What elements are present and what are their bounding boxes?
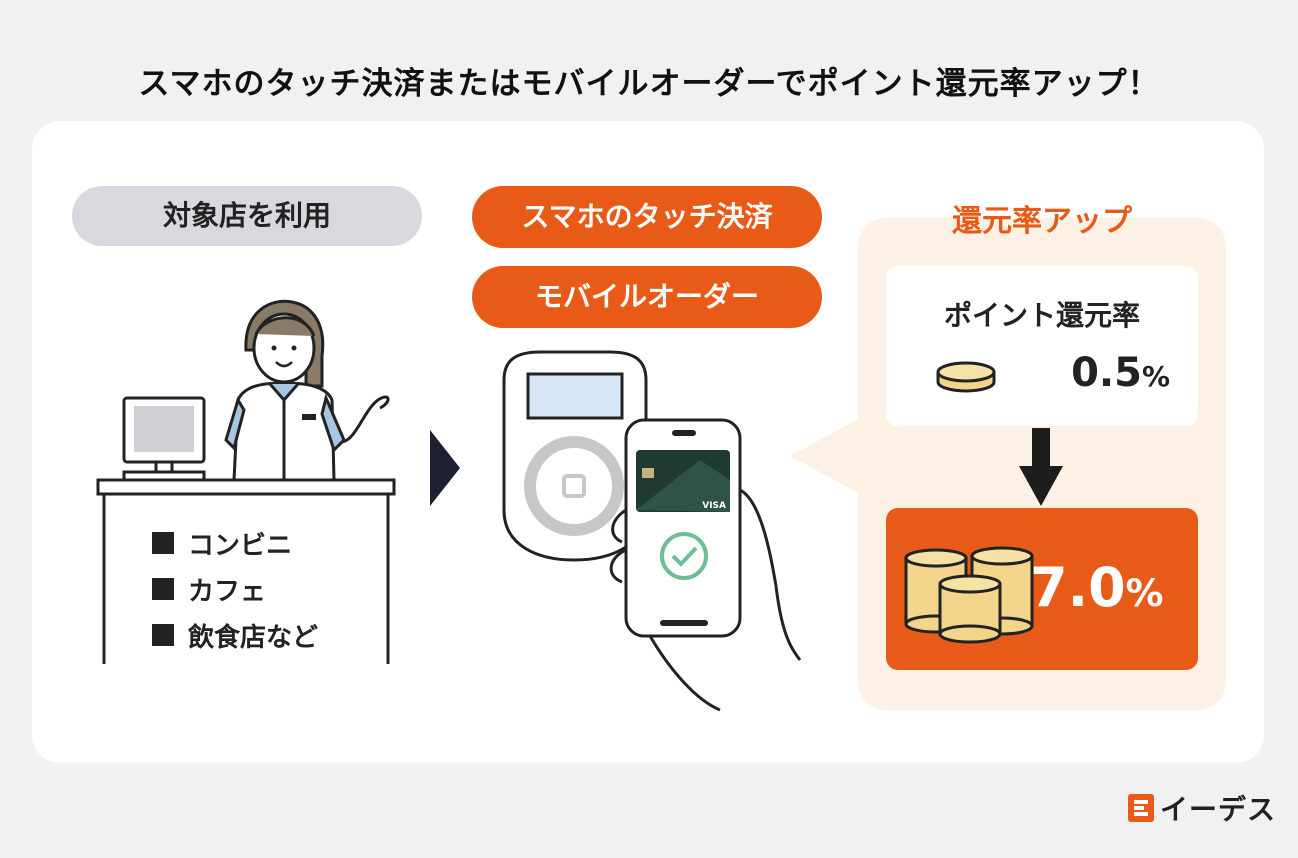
reward-title: 還元率アップ: [952, 204, 1132, 239]
card-brand-label: VISA: [702, 501, 726, 511]
headline: スマホのタッチ決済またはモバイルオーダーでポイント還元率アップ！: [138, 66, 1160, 102]
bullet-square-icon: [152, 624, 174, 646]
payment-terminal-illustration: VISA: [502, 350, 802, 712]
down-arrow-head-icon: [1019, 466, 1063, 506]
method-mobile-order: モバイルオーダー: [472, 266, 822, 328]
step1-label: 対象店を利用: [72, 186, 422, 246]
rate-label: ポイント還元率: [943, 299, 1140, 332]
bullet-square-icon: [152, 532, 174, 554]
logo-mark-icon: [1128, 794, 1154, 822]
single-coin-icon: [936, 361, 996, 393]
bullet-square-icon: [152, 578, 174, 600]
before-rate-box: [886, 266, 1198, 426]
next-step-arrow-icon: [430, 430, 460, 506]
brand-logo: イーデス: [1128, 788, 1276, 828]
store-clerk-illustration: [96, 299, 396, 664]
after-rate-value: 7.0%: [1030, 556, 1164, 619]
list-item: カフェ: [152, 566, 318, 612]
list-item: コンビニ: [152, 520, 318, 566]
method-touch-payment: スマホのタッチ決済: [472, 186, 822, 248]
logo-text: イーデス: [1160, 793, 1277, 826]
down-arrow-icon: [1032, 428, 1050, 470]
store-list: コンビニ カフェ 飲食店など: [152, 520, 318, 658]
bubble-tail: [790, 418, 860, 494]
coin-stack-icon: [904, 546, 1034, 644]
before-rate-value: 0.5%: [1071, 350, 1170, 396]
list-item: 飲食店など: [152, 612, 318, 658]
